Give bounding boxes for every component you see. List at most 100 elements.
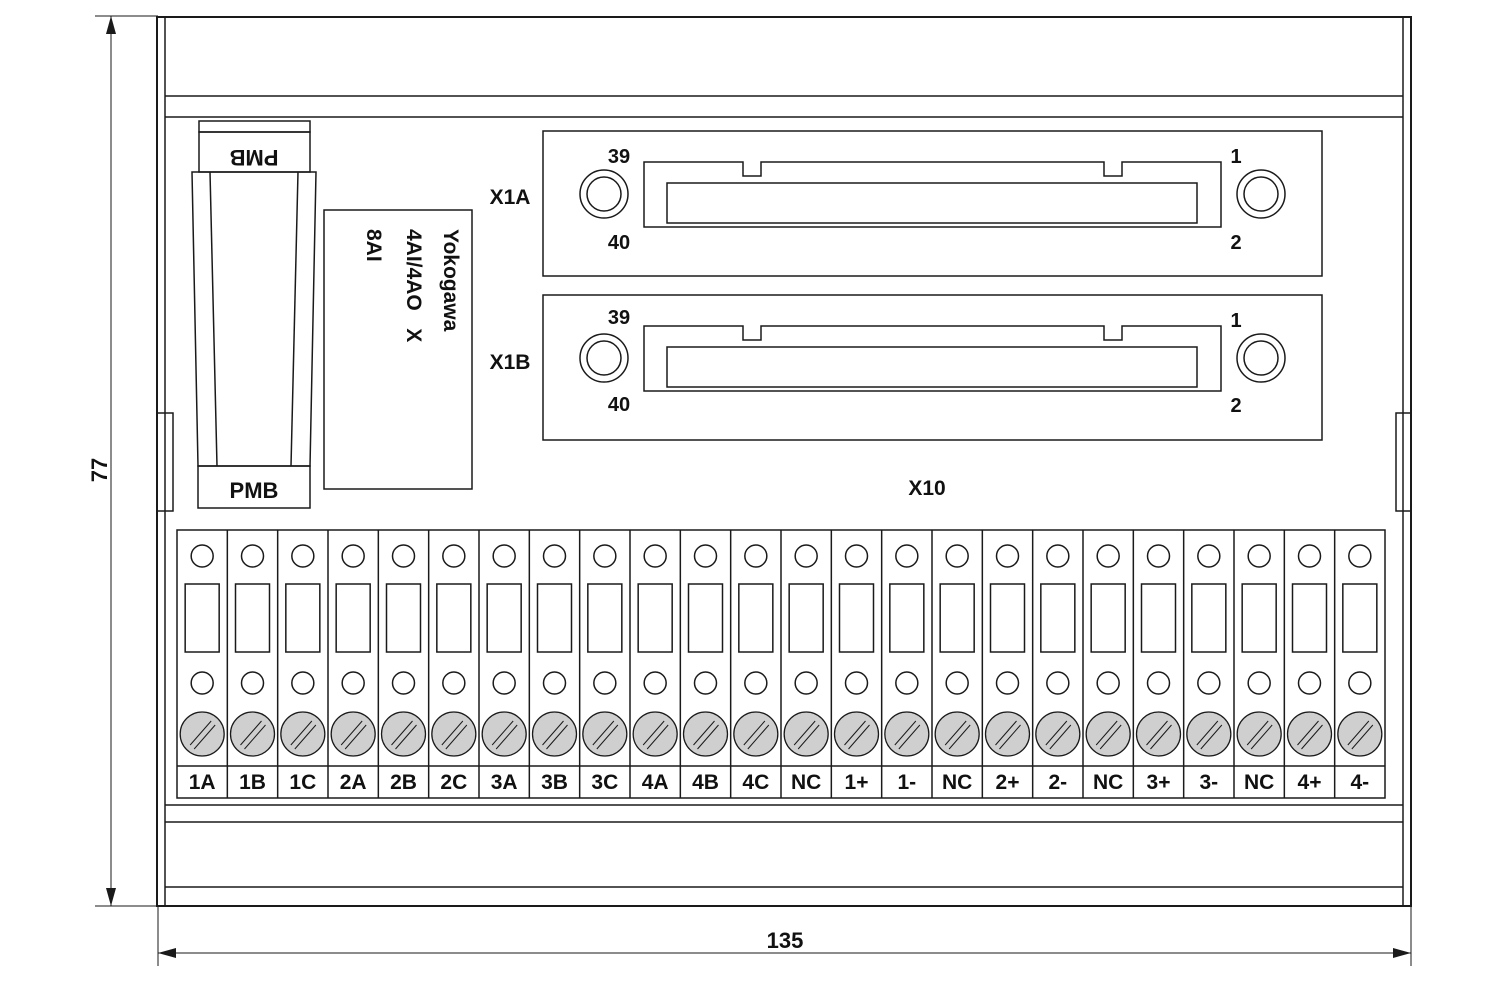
marker-slot — [285, 583, 321, 653]
screw-slot-line — [743, 720, 766, 746]
test-hole-bottom — [542, 671, 567, 695]
screw-slot-line — [642, 720, 665, 746]
screw-slot-line — [844, 720, 866, 746]
test-hole-bottom — [1146, 671, 1171, 695]
test-hole-bottom — [794, 671, 818, 695]
test-hole-bottom — [1247, 671, 1271, 695]
test-hole-bottom — [593, 671, 617, 695]
terminal-4: 2A — [327, 530, 376, 798]
terminal-label: 2A — [340, 771, 367, 794]
test-hole-top — [995, 544, 1020, 568]
test-hole-bottom — [1297, 671, 1322, 695]
marker-slot — [889, 583, 925, 653]
terminal-24: 4- — [1333, 530, 1383, 798]
screw-slot-line — [1045, 720, 1068, 746]
terminal-label: 3+ — [1147, 771, 1171, 794]
terminal-11: 4B — [679, 530, 729, 798]
screw-slot-line — [1301, 724, 1323, 750]
terminal-label: 1A — [189, 771, 216, 794]
connector-x1b-pin-40: 40 — [608, 394, 630, 416]
terminal-label: 1C — [289, 771, 316, 794]
screw-icon — [783, 711, 829, 757]
screw-icon — [431, 711, 477, 757]
height-dimension-label: 77 — [87, 458, 112, 482]
screw-slot-line — [294, 724, 317, 750]
pmb-bottom-label: PMB — [230, 478, 279, 503]
terminal-label: NC — [1244, 771, 1274, 794]
screw-slot-line — [491, 720, 514, 746]
test-hole-top — [593, 544, 617, 568]
connector-x1a-label: X1A — [490, 186, 531, 209]
terminal-18: 2- — [1031, 530, 1081, 798]
terminal-15: 1- — [880, 530, 930, 798]
terminal-22: NC — [1233, 530, 1282, 798]
pmb-top-label: PMB — [230, 145, 279, 170]
test-hole-top — [643, 544, 667, 568]
test-hole-top — [945, 544, 969, 568]
terminal-23: 4+ — [1283, 530, 1333, 798]
screw-slot-line — [995, 720, 1017, 746]
test-hole-bottom — [291, 671, 315, 695]
screw-slot-line — [240, 720, 262, 746]
screw-slot-line — [697, 724, 719, 750]
test-hole-bottom — [190, 671, 214, 695]
test-hole-top — [442, 544, 466, 568]
test-hole-bottom — [1096, 671, 1120, 695]
terminal-label: 4- — [1350, 771, 1369, 794]
marker-slot — [1241, 583, 1277, 653]
test-hole-bottom — [1197, 671, 1221, 695]
test-hole-top — [542, 544, 567, 568]
terminal-label: 4A — [642, 771, 669, 794]
terminal-block-label: X10 — [908, 477, 945, 500]
test-hole-bottom — [643, 671, 667, 695]
test-hole-bottom — [995, 671, 1020, 695]
screw-slot-line — [193, 724, 216, 750]
screw-slot-line — [542, 720, 564, 746]
test-hole-top — [1247, 544, 1271, 568]
test-hole-bottom — [693, 671, 718, 695]
screw-slot-line — [290, 720, 313, 746]
width-dimension: 135 — [157, 906, 1412, 966]
screw-slot-line — [948, 724, 971, 750]
marker-slot — [1140, 583, 1177, 653]
marker-slot — [536, 583, 573, 653]
terminal-label: NC — [942, 771, 972, 794]
screw-slot-line — [693, 720, 715, 746]
screw-icon — [380, 711, 427, 757]
screw-icon — [280, 711, 326, 757]
terminal-label: NC — [791, 771, 821, 794]
screw-icon — [733, 711, 779, 757]
terminal-label: 1- — [897, 771, 916, 794]
terminal-10: 4A — [629, 530, 678, 798]
marker-slot — [1191, 583, 1227, 653]
marker-slot — [486, 583, 522, 653]
screw-slot-line — [1150, 724, 1172, 750]
terminal-13: NC — [780, 530, 829, 798]
terminal-label: 2C — [440, 771, 467, 794]
test-hole-top — [341, 544, 365, 568]
terminal-5: 2B — [377, 530, 427, 798]
width-dimension-label: 135 — [767, 928, 804, 953]
test-hole-bottom — [492, 671, 516, 695]
screw-slot-line — [1099, 724, 1122, 750]
screw-slot-line — [999, 724, 1021, 750]
test-hole-top — [1096, 544, 1120, 568]
screw-icon — [531, 711, 578, 757]
terminal-label: 2+ — [996, 771, 1020, 794]
terminal-19: NC — [1082, 530, 1131, 798]
terminal-20: 3+ — [1132, 530, 1182, 798]
marker-slot — [637, 583, 673, 653]
screw-slot-line — [596, 724, 619, 750]
terminal-label: 4C — [742, 771, 769, 794]
screw-slot-line — [189, 720, 212, 746]
screw-icon — [1236, 711, 1282, 757]
marker-slot — [1040, 583, 1076, 653]
terminal-8: 3B — [528, 530, 578, 798]
marker-slot — [234, 583, 271, 653]
test-hole-top — [1197, 544, 1221, 568]
terminal-9: 3C — [578, 530, 628, 798]
screw-slot-line — [747, 724, 770, 750]
screw-icon — [582, 711, 628, 757]
connector-x1b-pin-2: 2 — [1230, 395, 1241, 417]
